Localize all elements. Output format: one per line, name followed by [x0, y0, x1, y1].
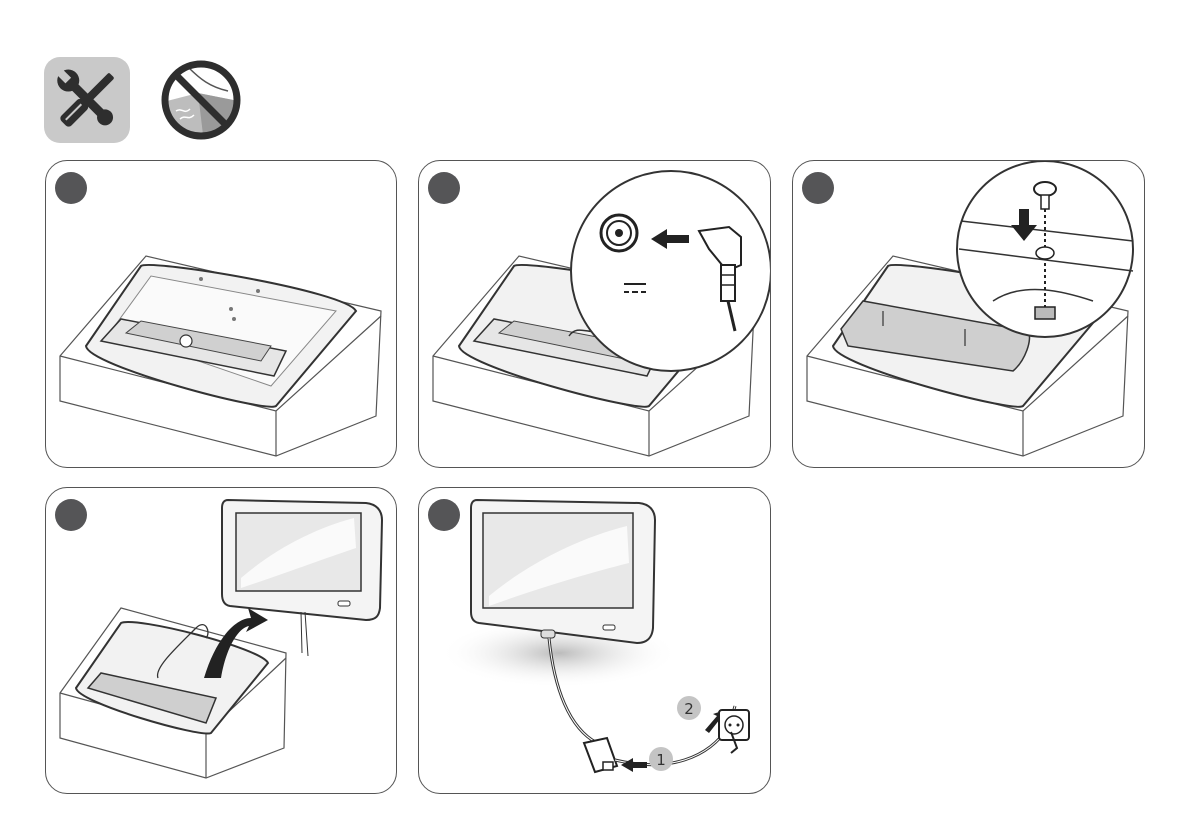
callout-2-label: 2	[684, 700, 694, 718]
monitor-icon	[471, 500, 655, 643]
step-5-illustration: 1 2	[419, 488, 771, 794]
step-4-panel	[45, 487, 397, 794]
step-1-panel	[45, 160, 397, 468]
monitor-icon	[222, 500, 382, 656]
step-5-badge	[428, 499, 460, 531]
callout-1-label: 1	[656, 751, 666, 769]
arrow-left-icon	[621, 758, 647, 772]
step-3-panel	[792, 160, 1145, 468]
step-5-panel: 1 2	[418, 487, 771, 794]
step-2-panel	[418, 160, 771, 468]
step-4-illustration	[46, 488, 397, 794]
step-1-illustration	[46, 161, 397, 468]
step-2-illustration	[419, 161, 771, 468]
step-3-badge	[802, 172, 834, 204]
wall-socket-icon	[719, 710, 749, 753]
dc-jack-icon	[601, 215, 637, 251]
step-3-illustration	[793, 161, 1145, 468]
callout-1: 1	[649, 747, 673, 771]
step-2-badge	[428, 172, 460, 204]
no-sharp-surface-icon	[158, 57, 244, 143]
step-1-badge	[55, 172, 87, 204]
callout-2: 2	[677, 696, 701, 720]
tools-icon	[44, 57, 130, 143]
power-adapter-icon	[584, 738, 617, 772]
step-4-badge	[55, 499, 87, 531]
